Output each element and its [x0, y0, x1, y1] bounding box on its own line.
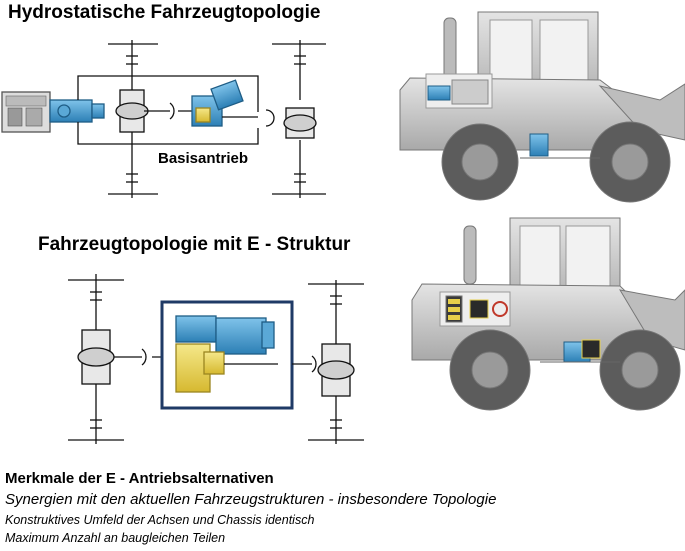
- electric-motor-icon: [175, 315, 278, 393]
- hydrostatic-topology-title: Hydrostatische Fahrzeugtopologie: [8, 2, 321, 23]
- e-structure-topology-title: Fahrzeugtopologie mit E - Struktur: [38, 234, 351, 255]
- feature-line-1: Synergien mit den aktuellen Fahrzeugstru…: [5, 491, 497, 508]
- diesel-engine-icon: [1, 91, 51, 133]
- e-structure-schematic: [68, 274, 364, 444]
- hydrostatic-schematic: [1, 40, 326, 198]
- wheel-loader-e-structure-icon: [411, 217, 685, 411]
- basisantrieb-label: Basisantrieb: [158, 150, 249, 167]
- hydraulic-motor-icon: [191, 79, 244, 127]
- feature-line-2: Konstruktives Umfeld der Achsen und Chas…: [5, 513, 315, 527]
- features-heading: Merkmale der E - Antriebsalternativen: [5, 470, 274, 487]
- feature-line-3: Maximum Anzahl an baugleichen Teilen: [5, 531, 226, 545]
- hydraulic-pump-icon: [49, 99, 105, 123]
- wheel-loader-hydrostatic-icon: [399, 11, 685, 203]
